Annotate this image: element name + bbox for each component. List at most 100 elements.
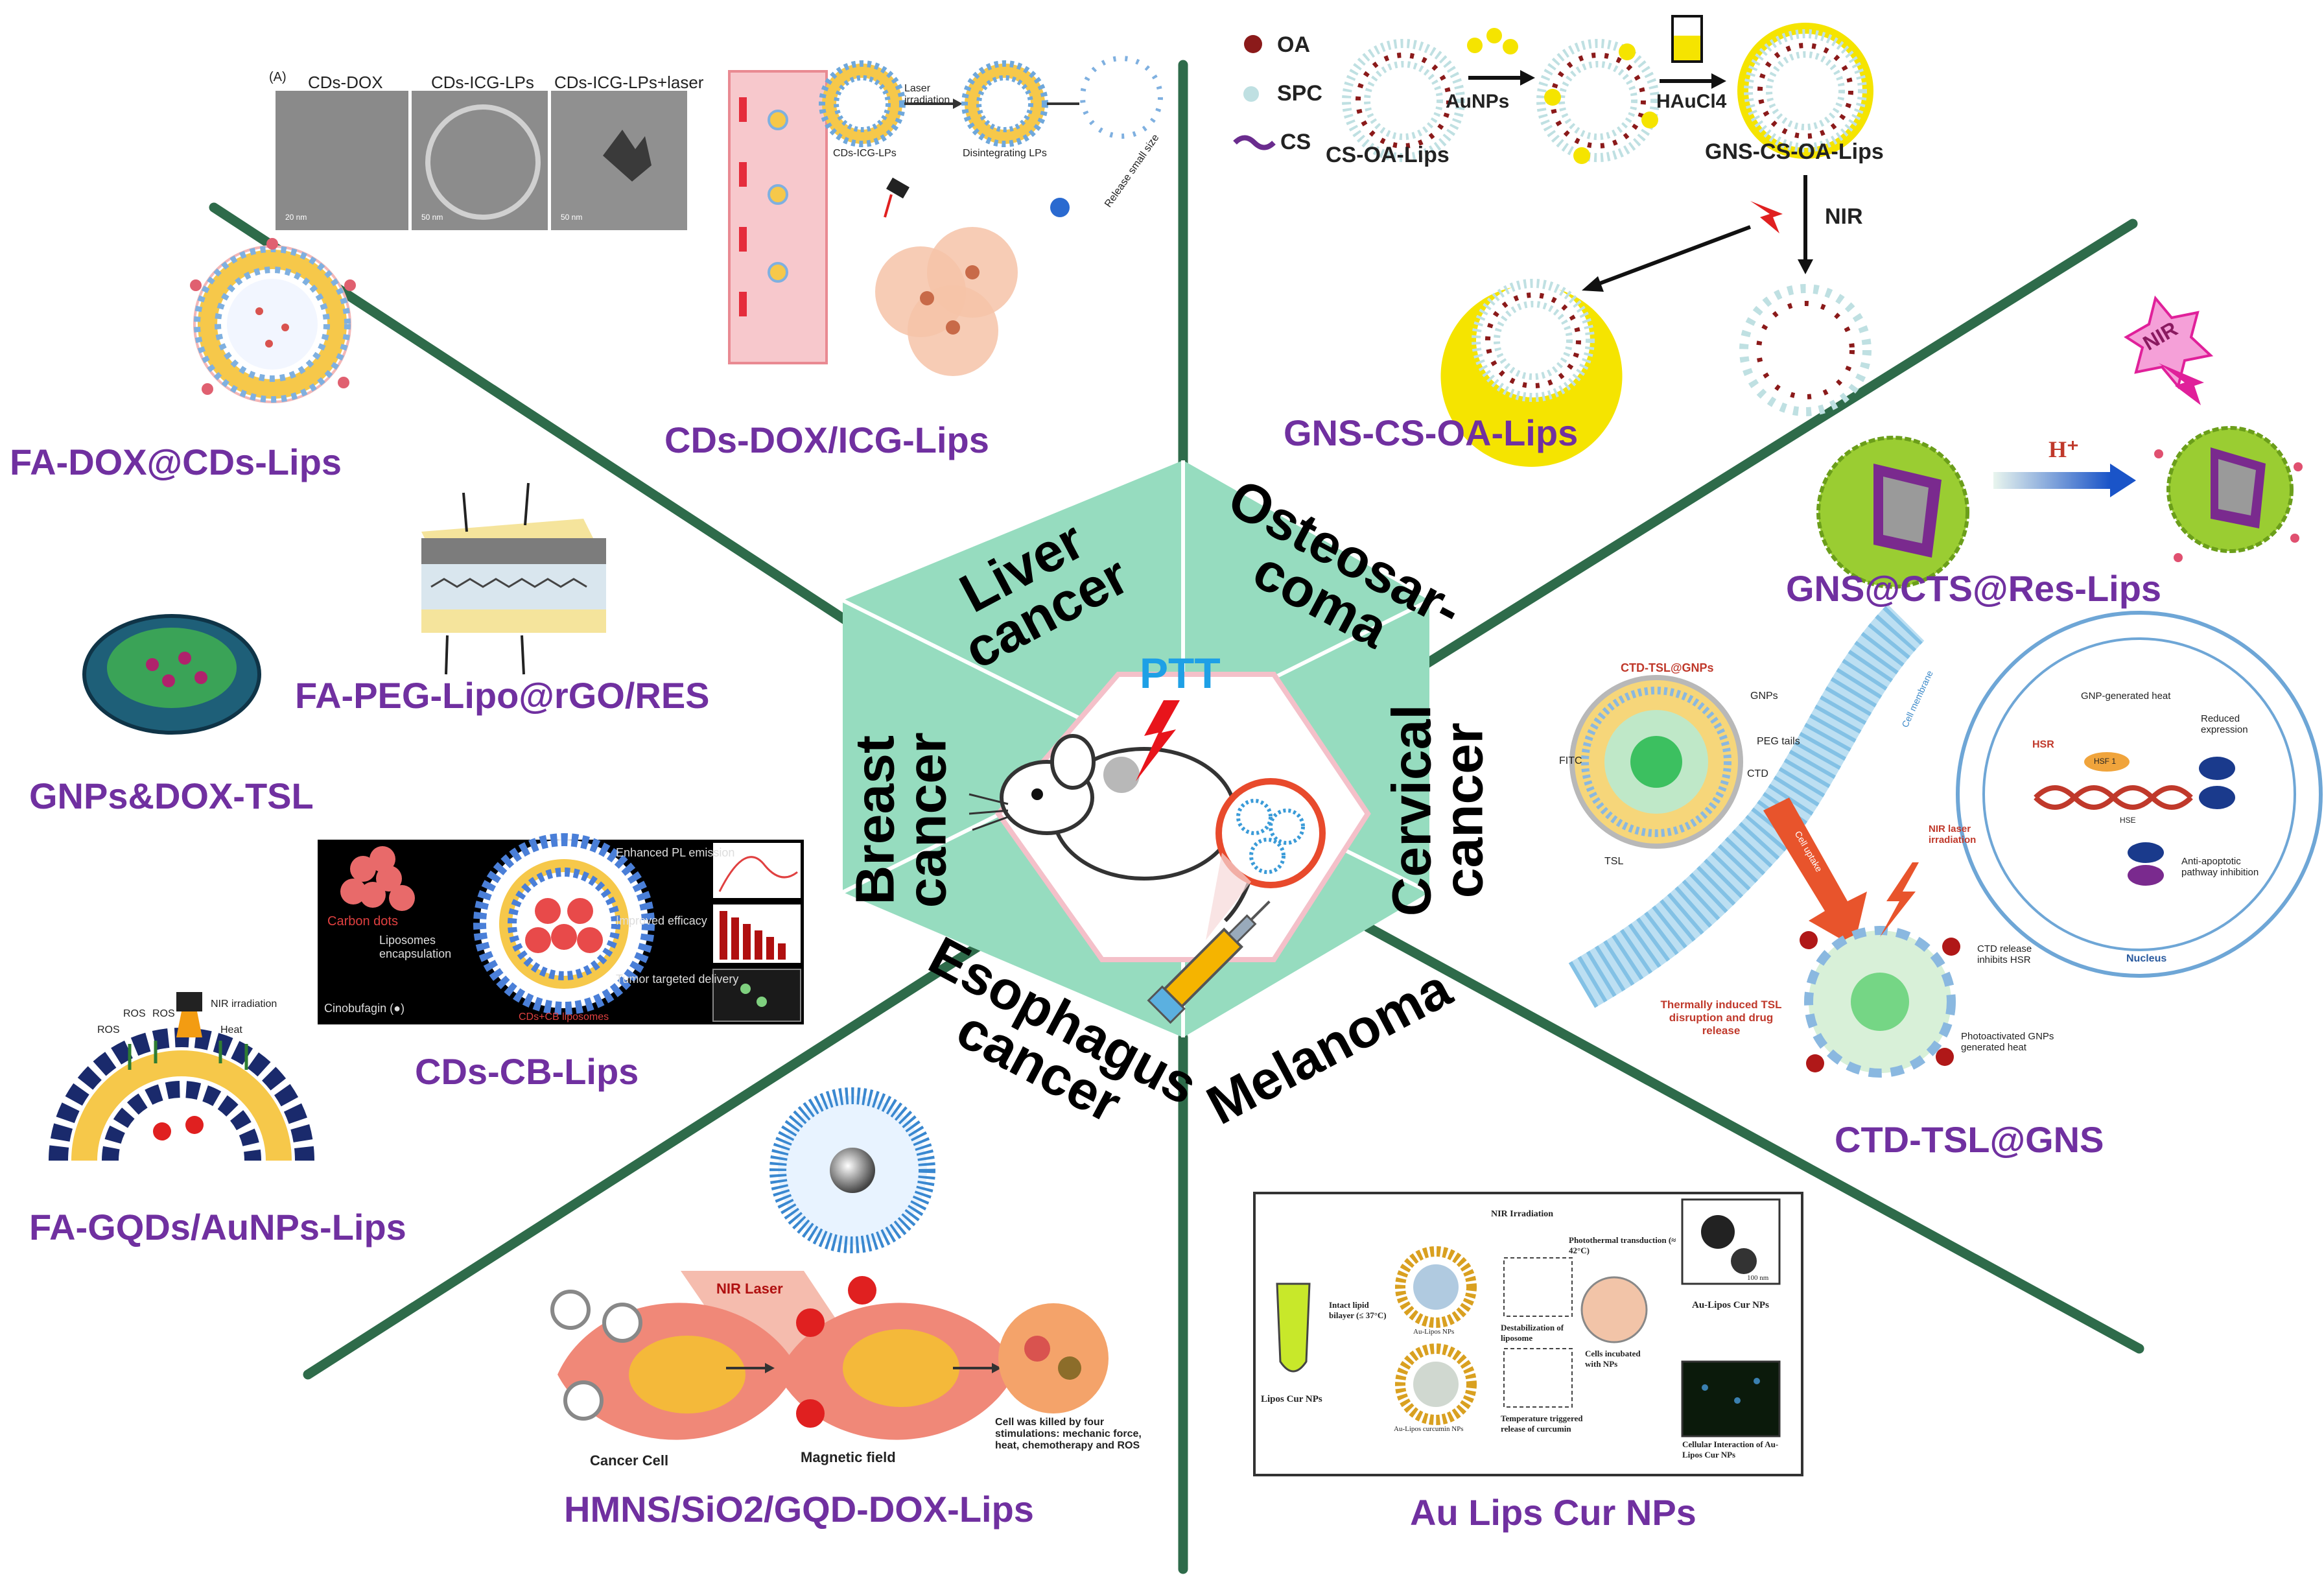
gns-cts-res-scheme [1816,295,2303,589]
lightning-icon [1136,700,1180,781]
ctd-photo: Photoactivated GNPs generated heat [1961,1031,2054,1053]
cb-item-3: Tumor targeted delivery [616,973,739,986]
au-curcumin: Au-Lipos curcumin NPs [1394,1425,1464,1433]
label-fa-peg-lipo: FA-PEG-Lipo@rGO/RES [295,675,710,716]
mini-lipo-1 [1236,799,1273,835]
gnps-dox-tsl-sphere [82,614,261,735]
liver-lps-text: CDs-ICG-LPs [833,148,897,159]
segment-cervical-line1: Cervical [1381,704,1442,917]
label-ctd-tsl-gns: CTD-TSL@GNS [1835,1119,2104,1160]
disintegrating-lps-shape [965,64,1045,144]
au-interaction: Cellular Interaction of Au-Lipos Cur NPs [1682,1439,1779,1460]
ptt-label: PTT [1140,649,1221,697]
fa-gqds-aunps-liposome [49,992,314,1161]
cs-oa-lips-shape [1346,43,1461,158]
disintegrated-lips [1739,284,1872,416]
ctd-nir: NIR laser irradiation [1929,823,1977,845]
cb-carbon-dots: Carbon dots [327,914,398,928]
mouse-ear [1050,734,1096,790]
label-gns-cts-res: GNS@CTS@Res-Lips [1786,568,2162,609]
ctd-gnp-heat: GNP-generated heat [2081,691,2171,702]
ctd-release: CTD release inhibits HSR [1977,943,2032,965]
segment-breast: Breast cancer [844,732,957,908]
ctd-hse: HSE [2120,816,2136,825]
cds-cb-panel-graphics [318,833,804,1024]
label-cds-cb: CDs-CB-Lips [415,1051,639,1092]
cell-membrane-band [1568,604,1925,1008]
ctd-nucleus: Nucleus [2126,953,2167,964]
liver-disintegrating-text: Disintegrating LPs [963,148,1047,159]
osteo-haucl4-text: HAuCl4 [1656,91,1727,112]
killed-cell [998,1303,1109,1413]
ctd-tsl: TSL [1604,856,1624,867]
mini-lipo-2 [1269,809,1305,845]
liposome-zoom-circle [1215,778,1326,888]
hmns-scheme-graphics [550,1087,1109,1440]
gqd-ros-2: ROS [152,1008,175,1019]
label-fa-gqds: FA-GQDs/AuNPs-Lips [29,1207,406,1247]
cb-encapsulation: Liposomes encapsulation [379,934,452,960]
au-scale: 100 nm [1747,1274,1769,1282]
au-lips-panel-graphics [1253,1192,1803,1476]
ctd-tsl-scheme-graphics [1568,604,2323,1078]
label-gns-cs-oa: GNS-CS-OA-Lips [1284,412,1579,453]
label-gnps-dox-tsl: GNPs&DOX-TSL [29,775,314,816]
hmns-magnetic: Magnetic field [801,1449,896,1465]
nir-red-bolt-icon [1750,201,1783,233]
gns-cs-oa-lips-shape [1748,34,1862,148]
ctd-ctd: CTD [1747,768,1768,779]
label-hmns: HMNS/SiO2/GQD-DOX-Lips [564,1489,1034,1530]
tem-scale-3: 50 nm [561,213,583,222]
hmns-cancer: Cancer Cell [590,1452,669,1469]
ctd-title: CTD-TSL@GNPs [1621,661,1714,674]
ctd-hsf1: HSF 1 [2094,757,2117,766]
divider-lower-left [303,928,1004,1380]
tem-header-1: CDs-DOX [308,73,383,92]
nir-star-burst [2124,295,2214,390]
divider-lower-right [1363,922,2144,1354]
ctd-anti: Anti-apoptotic pathway inhibition [2181,856,2259,878]
osteo-legend-cs: CS [1280,130,1311,154]
nucleus-outline [1956,611,2323,978]
ctd-hsr: HSR [2032,739,2054,750]
label-au-lips: Au Lips Cur NPs [1410,1492,1696,1533]
ctd-gnps: GNPs [1750,691,1778,702]
gqd-ros-3: ROS [97,1024,120,1035]
osteo-legend-spc: SPC [1277,81,1322,106]
h-arrow [1993,472,2110,489]
au-nir: NIR Irradiation [1491,1209,1554,1219]
fa-dox-cds-liposome [190,238,356,403]
liver-laser-text: Laser irradiation [904,83,950,106]
ctd-peg: PEG tails [1757,736,1800,747]
cb-item-1: Enhanced PL emission [616,846,735,859]
tem-header-3: CDs-ICG-LPs+laser [554,73,704,92]
tem-scale-1: 20 nm [285,213,307,222]
segment-cervical: Cervical cancer [1381,704,1494,917]
divider-upper-right [1363,219,2138,705]
mouse-whiskers [968,793,1009,831]
mouse-tumor [1103,757,1140,793]
au-temp: Temperature triggered release of curcumi… [1501,1413,1583,1434]
segment-breast-line1: Breast [844,735,906,905]
cur-tube [1276,1283,1311,1373]
mouse-eye [1031,788,1043,800]
zoom-cone [1206,853,1251,940]
nir-bolt-ctd [1880,862,1919,937]
au-lipos-cur: Lipos Cur NPs [1261,1394,1322,1404]
cds-icg-lps-shape [822,64,902,144]
au-lipos-np: Au-Lipos NPs [1413,1328,1455,1336]
osteo-cs-oa-text: CS-OA-Lips [1326,143,1450,167]
segment-cervical-line2: cancer [1433,722,1494,899]
au-photo: Photothermal transduction (≈ 42°C) [1569,1235,1676,1255]
ctd-fitc: FITC [1559,755,1582,766]
res-h-text: H⁺ [2048,436,2080,462]
tem-scale-2: 50 nm [421,213,443,222]
syringe-icon [1147,900,1271,1024]
au-cur-np: Au-Lipos Cur NPs [1692,1300,1769,1310]
hmns-laser: NIR Laser [716,1281,783,1297]
label-fa-dox-cds: FA-DOX@CDs-Lips [10,442,342,482]
tem-tag: (A) [269,70,287,84]
tem-panel-graphics [276,91,687,230]
osteo-legend-oa: OA [1277,32,1310,57]
gqd-heat: Heat [220,1024,242,1035]
